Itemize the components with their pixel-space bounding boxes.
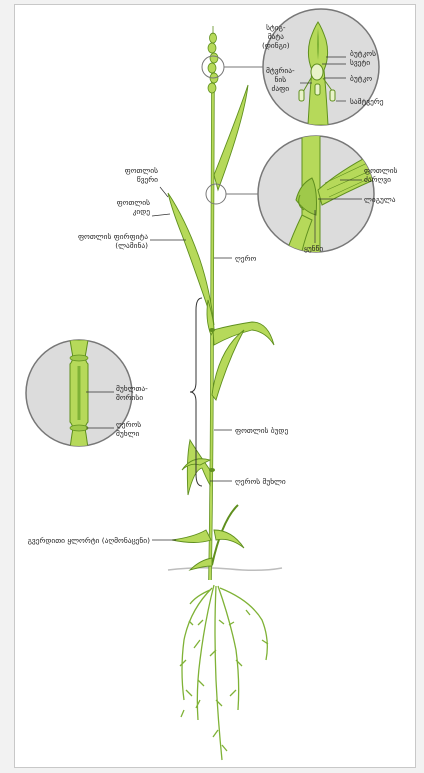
locator-ligule <box>206 184 226 204</box>
label-leaf-tip: ფოთლის წვერი <box>110 166 158 184</box>
label-leaf-vein: ფოთლის ძარღვი <box>364 166 397 184</box>
label-auricle: ყუნწი <box>304 244 323 253</box>
label-ligule: ლიგულა <box>364 195 395 204</box>
label-stamen-filament: მტვრია- ნის ძაფი <box>266 66 295 93</box>
label-stem-node: ღეროს მუხლი <box>235 477 286 486</box>
roots <box>180 585 268 760</box>
label-adventitious-roots: გვერდითი ყლორტი (აღმონაცენი) <box>18 536 150 545</box>
label-leaf-sheath: ფოთლის ბუდე <box>235 426 288 435</box>
label-stigma: სტიგ- მატა (დინგი) <box>262 23 290 50</box>
label-leaf-surface: ფოთლის ფირფიტა (ლამინა) <box>56 232 148 250</box>
label-internode: მუხლთა- შორისი <box>116 384 148 402</box>
label-stem: ღერო <box>235 254 256 263</box>
label-node-inset: ღეროს მუხლი <box>116 420 141 438</box>
ground-line <box>168 568 282 571</box>
label-anther-hairs: ბუტკოს სვეტი <box>350 49 376 67</box>
label-pistil: ბუტკო <box>350 74 372 83</box>
leaves <box>168 85 274 570</box>
label-stamen-anther: სამტვერე <box>350 97 384 106</box>
label-leaf-edge: ფოთლის კიდე <box>100 198 150 216</box>
spike <box>208 26 218 93</box>
